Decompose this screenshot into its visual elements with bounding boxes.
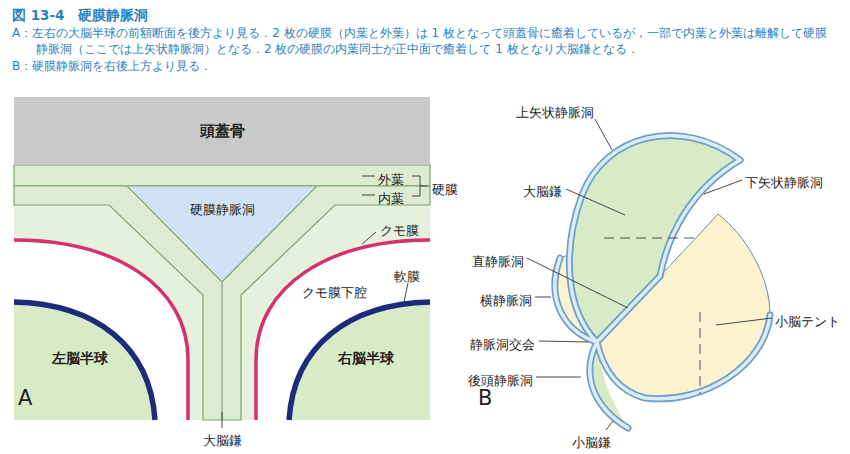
pia-line	[289, 302, 430, 420]
label-anchor: 大脳鎌	[523, 181, 562, 201]
label-anchor: 軟膜	[394, 266, 420, 286]
sinus-tube-outline	[555, 135, 770, 428]
part-label: 下矢状静脈洞	[745, 175, 823, 190]
sinus-tube	[569, 135, 740, 342]
part-label: 直静脈洞	[472, 254, 524, 269]
leader-line	[535, 297, 551, 298]
skull-band: 頭蓋骨	[14, 97, 430, 165]
part-label: 横静脈洞	[480, 293, 532, 308]
node-text: 右脳半球	[337, 350, 395, 368]
sinus-triangle-shape	[127, 186, 317, 282]
outer-dura-layer	[14, 165, 430, 186]
part-label: 上矢状静脈洞	[516, 105, 594, 120]
leader-line	[539, 341, 588, 342]
panel-letter: A	[18, 386, 32, 410]
part-label: 小脳鎌	[572, 435, 611, 450]
sinus-tube	[660, 160, 740, 276]
part-label: 小脳テント	[775, 314, 840, 329]
title-box: 図 13-4 硬膜静脈洞	[12, 5, 148, 25]
caption-box: B：硬膜静脈洞を右後上方より見る．	[12, 58, 838, 74]
label-anchor: A	[18, 386, 32, 410]
sinus-tube	[590, 342, 628, 428]
hemisphere-region: 左脳半球	[47, 346, 113, 372]
part-label: 内葉	[378, 191, 404, 206]
part-label: 外葉	[378, 172, 404, 187]
label-anchor: クモ膜下腔	[302, 282, 367, 302]
figure-title: 図 13-4 硬膜静脈洞	[12, 7, 148, 23]
falx-midline	[221, 282, 222, 420]
hemisphere-region: 右脳半球	[333, 346, 399, 372]
part-label: 大脳鎌	[203, 433, 242, 448]
leader-line	[362, 176, 375, 177]
leader-line	[716, 318, 772, 325]
sinus-outline	[127, 186, 317, 282]
leader-line	[595, 119, 612, 150]
inner-dura-layer	[14, 186, 430, 420]
arachnoid-line	[14, 240, 188, 420]
sinus-tube	[597, 276, 660, 342]
node-text: 頭蓋骨	[200, 122, 245, 141]
label-anchor: 直静脈洞	[472, 251, 524, 271]
leader-line	[606, 421, 613, 430]
part-label: 軟膜	[394, 269, 420, 284]
label-anchor: B	[478, 386, 492, 410]
sinus-tube	[597, 276, 660, 342]
leader-lines	[527, 119, 772, 430]
leader-line	[536, 377, 581, 378]
hidden-line	[604, 238, 694, 239]
label-anchor: 大脳鎌	[203, 430, 242, 450]
pia-line	[14, 302, 155, 420]
sinus-triangle: 硬膜静脈洞	[127, 186, 317, 282]
hidden-lines	[604, 238, 700, 394]
caption-box: A：左右の大脳半球の前額断面を後方より見る．2 枚の硬膜（内葉と外葉）は 1 枚…	[12, 25, 838, 57]
arachnoid-line	[256, 240, 430, 420]
figure-caption: A：左右の大脳半球の前額断面を後方より見る．2 枚の硬膜（内葉と外葉）は 1 枚…	[12, 25, 838, 57]
hidden-line	[700, 312, 701, 394]
sinus-tube	[597, 315, 770, 399]
leader-line	[566, 189, 625, 215]
leader-line	[404, 283, 408, 302]
sinus-tube	[569, 135, 740, 342]
node-text: 左脳半球	[51, 350, 109, 368]
sinus-tube	[555, 258, 597, 342]
leader-line	[362, 195, 375, 196]
sinus-tube-fill	[555, 135, 770, 428]
label-anchor: 外葉	[378, 169, 404, 189]
label-anchor: 静脈洞交会	[470, 334, 535, 354]
leader-line	[222, 412, 223, 428]
label-anchor: 小脳テント	[775, 311, 840, 331]
part-label: クモ膜	[380, 223, 419, 238]
hemisphere-fill	[14, 302, 155, 420]
sinus-tube	[555, 258, 597, 342]
part-label: 大脳鎌	[523, 184, 562, 199]
part-label: 硬膜	[432, 182, 458, 197]
leader-line	[704, 180, 742, 194]
panel-b-illustration	[527, 119, 772, 430]
label-anchor: 硬膜	[432, 179, 458, 199]
part-label: クモ膜下腔	[302, 285, 367, 300]
hemisphere-fill	[289, 302, 430, 420]
panel-letter: B	[478, 386, 492, 410]
sinus-tube	[597, 315, 770, 399]
leader-line	[362, 232, 376, 244]
label-anchor: 内葉	[378, 188, 404, 208]
part-label: 後頭静脈洞	[468, 373, 533, 388]
label-anchor: 小脳鎌	[572, 432, 611, 452]
panel-a-illustration	[14, 165, 430, 428]
label-anchor: 後頭静脈洞	[468, 370, 533, 390]
leader-line	[527, 258, 628, 308]
part-label: 静脈洞交会	[470, 337, 535, 352]
label-anchor: 横静脈洞	[480, 290, 532, 310]
falx-cerebri-shape	[569, 135, 740, 342]
bracket	[412, 176, 428, 196]
node-text: 硬膜静脈洞	[127, 201, 317, 219]
figure-caption: B：硬膜静脈洞を右後上方より見る．	[12, 58, 838, 74]
label-anchor: 下矢状静脈洞	[745, 172, 823, 192]
label-anchor: クモ膜	[380, 220, 419, 240]
sinus-tube	[660, 160, 740, 276]
label-anchor: 上矢状静脈洞	[516, 102, 594, 122]
